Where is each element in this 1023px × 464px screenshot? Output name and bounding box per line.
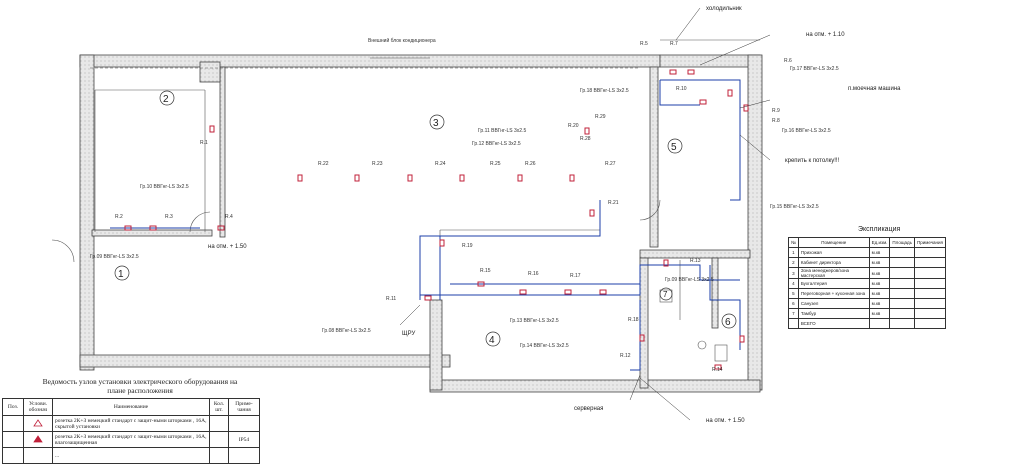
outlet-label: R.28: [580, 136, 591, 142]
outlet-label: R.11: [386, 296, 396, 302]
room-number-7: 7: [663, 290, 668, 299]
room-number-6: 6: [725, 317, 731, 328]
group-label: Гр.08 ВВГнг-LS 3х2.5: [322, 328, 371, 334]
room-number-5: 5: [671, 142, 677, 153]
outlet-label: R.9: [772, 108, 780, 114]
outlet-label: R.23: [372, 161, 383, 167]
outlet-label: R.8: [772, 118, 780, 124]
ceiling-label: крепить к потолку!!!: [785, 158, 840, 164]
group-label: Гр.15 ВВГнг-LS 3х2.5: [770, 204, 819, 210]
col-header: Примечания: [914, 237, 946, 248]
group-label: Гр.13 ВВГнг-LS 3х2.5: [510, 318, 559, 324]
outlet-label: R.4: [225, 214, 233, 220]
outlet-label: R.5: [640, 41, 648, 47]
explication-table: № Помещение Ед.изм. Площадь Примечания 1…: [788, 237, 946, 329]
walls: [79, 54, 763, 393]
outlet-label: R.1: [200, 140, 208, 146]
wiring: [110, 79, 741, 371]
outlet-label: R.25: [490, 161, 501, 167]
group-label: Гр.10 ВВГнг-LS 3х2.5: [140, 184, 189, 190]
elevation-110-label: на отм. + 1.10: [806, 32, 845, 38]
group-label: Гр.17 ВВГнг-LS 3х2.5: [790, 66, 839, 72]
outlet-label: R.6: [784, 58, 792, 64]
room-number-4: 4: [489, 335, 495, 346]
col-header: Поз.: [2, 398, 24, 416]
waterproof-outlet-icon: [33, 434, 43, 442]
elevation-150-label: на отм. + 1.50: [208, 244, 247, 250]
group-label: Гр.09 ВВГнг-LS 3х2.5: [665, 277, 714, 283]
server-room-label: серверная: [574, 406, 603, 412]
col-header: Услови. обознач: [23, 398, 53, 416]
group-label: Гр.12 ВВГнг-LS 3х2.5: [472, 141, 521, 147]
col-header: Помещение: [797, 237, 870, 248]
outlet-label: R.15: [480, 268, 491, 274]
outlets: [124, 69, 749, 370]
room-number-2: 2: [163, 94, 169, 105]
panel-label: ЩРУ: [402, 331, 415, 337]
vedomost-table: Поз. Услови. обознач Наименование Кол. ш…: [2, 398, 260, 464]
table-row: розетка 2К+З немецкий стандарт с защит-н…: [2, 415, 260, 432]
outlet-label: R.17: [570, 273, 581, 279]
fridge-label: холодильник: [706, 6, 742, 12]
room-number-3: 3: [433, 118, 439, 129]
table-row: розетка 2К+З немецкий стандарт с защит-н…: [2, 431, 260, 448]
outlet-label: R.2: [115, 214, 123, 220]
outdoor-unit-label: Внешний блок кондиционера: [368, 37, 436, 44]
outlet-label: R.13: [690, 258, 701, 264]
group-label: Гр.16 ВВГнг-LS 3х2.5: [782, 128, 831, 134]
room-number-1: 1: [118, 269, 124, 280]
outlet-label: R.19: [462, 243, 473, 249]
outlet-label: R.21: [608, 200, 619, 206]
group-label: Гр.14 ВВГнг-LS 3х2.5: [520, 343, 569, 349]
outlet-label: R.26: [525, 161, 536, 167]
table-row: ВСЕГО: [788, 318, 946, 329]
col-header: Наименование: [52, 398, 210, 416]
outlet-label: R.24: [435, 161, 446, 167]
explication-title: Экспликация: [858, 226, 901, 233]
col-header: Ед.изм.: [868, 237, 891, 248]
outlet-label: R.7: [670, 41, 678, 47]
elevation-150-bottom-label: на отм. + 1.50: [706, 418, 745, 424]
col-header: Приме-чания: [228, 398, 260, 416]
group-label: Гр.09 ВВГнг-LS 3х2.5: [90, 254, 139, 260]
outlet-symbol-icon: [33, 418, 43, 426]
outlet-label: R.10: [676, 86, 687, 92]
group-label: Гр.11 ВВГнг-LS 3х2.5: [478, 128, 526, 134]
outlet-label: R.27: [605, 161, 616, 167]
vedomost-title: Ведомость узлов установки электрического…: [42, 377, 238, 395]
group-labels: Гр.17 ВВГнг-LS 3х2.5 Гр.18 ВВГнг-LS 3х2.…: [90, 66, 839, 349]
col-header: №: [788, 237, 799, 248]
col-header: Площадь: [889, 237, 916, 248]
outlet-label: R.3: [165, 214, 173, 220]
washer-label: п.моечная машина: [848, 86, 901, 92]
outlet-label: R.18: [628, 317, 639, 323]
outlet-label: R.22: [318, 161, 329, 167]
outlet-labels: R.1 R.2 R.3 R.4 R.5 R.6 R.7 R.8 R.9 R.10…: [115, 41, 792, 373]
outlet-label: R.14: [712, 367, 723, 373]
outlet-label: R.12: [620, 353, 631, 359]
outlet-label: R.16: [528, 271, 539, 277]
outlet-label: R.29: [595, 114, 606, 120]
table-row: ...: [2, 447, 260, 464]
col-header: Кол. шт.: [209, 398, 229, 416]
room-markers: [114, 90, 737, 347]
outlet-label: R.20: [568, 123, 579, 129]
group-label: Гр.18 ВВГнг-LS 3х2.5: [580, 88, 629, 94]
